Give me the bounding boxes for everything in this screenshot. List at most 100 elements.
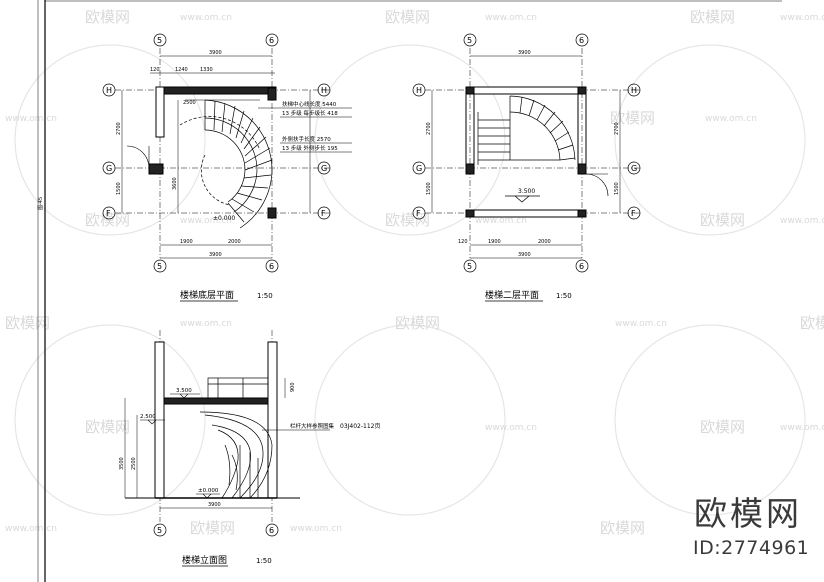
watermark-text: www.om.cn xyxy=(290,524,342,534)
dimension-text: 1330 xyxy=(200,67,213,73)
axis-bubbles xyxy=(153,523,279,537)
watermark-text: 欧模网 xyxy=(395,314,440,332)
watermark-text: 欧模网 xyxy=(85,8,130,26)
axis-label-f: F xyxy=(631,209,636,218)
watermark-text: www.om.cn xyxy=(180,216,232,226)
dimension-text: 120 xyxy=(150,67,160,73)
axis-label-f: F xyxy=(416,209,421,218)
dimension-text: 2000 xyxy=(228,239,241,245)
watermark-text: 欧模网 xyxy=(5,314,50,332)
dimension-text: 2500 xyxy=(131,457,137,470)
elevation-text: 3.500 xyxy=(518,188,535,195)
axis-label-h: H xyxy=(416,86,422,95)
watermark-text: 欧模网 xyxy=(190,519,235,537)
axis-label-5: 5 xyxy=(467,36,472,45)
dimension-text: 3900 xyxy=(209,50,222,56)
dimension-text: 3900 xyxy=(518,50,531,56)
watermark-text: www.om.cn xyxy=(780,216,824,226)
dimension-text: 120 xyxy=(458,239,468,245)
dimension-text: 2700 xyxy=(116,122,122,135)
dimension-text: 900 xyxy=(290,382,296,392)
watermark-text: 欧模网 xyxy=(600,519,645,537)
axis-label-5: 5 xyxy=(467,262,472,271)
plan-title: 楼梯二层平面 xyxy=(485,289,539,301)
brand-logo-text: 欧模网 xyxy=(694,494,802,533)
watermark-text: www.om.cn xyxy=(485,423,537,433)
axis-label-6: 6 xyxy=(579,36,584,45)
dimension-text: 1900 xyxy=(180,239,193,245)
dimension-text: 3600 xyxy=(172,177,178,190)
axis-label-5: 5 xyxy=(157,526,162,535)
elevation-marks xyxy=(140,393,220,499)
watermark-text: 欧模网 xyxy=(385,211,430,229)
axis-label-5: 5 xyxy=(157,262,162,271)
grid-lines xyxy=(425,48,640,258)
door-swing xyxy=(585,173,609,197)
watermark-text: 欧模网 xyxy=(700,418,745,436)
stair-elevation xyxy=(124,330,330,537)
axis-label-h: H xyxy=(321,86,327,95)
axis-label-g: G xyxy=(106,164,112,173)
section-title: 楼梯立面图 xyxy=(182,554,227,566)
watermark-text: www.om.cn xyxy=(485,13,537,23)
dimension-lines xyxy=(124,378,330,509)
watermark-text: 欧模网 xyxy=(700,211,745,229)
elevation-text: ±0.000 xyxy=(198,488,219,494)
note-text: 13 步级 每步级长 418 xyxy=(282,109,338,117)
watermark-text: 欧模网 xyxy=(610,109,655,127)
axis-label-f: F xyxy=(321,209,326,218)
note-text: 外侧扶手长度 2570 xyxy=(282,135,331,143)
dimension-text: 1900 xyxy=(488,239,501,245)
walls xyxy=(465,86,587,218)
watermark-layer xyxy=(14,44,806,516)
spiral-stair xyxy=(179,99,273,229)
note-text: 扶梯中心线长度 5440 xyxy=(282,100,337,108)
dimension-text: 1500 xyxy=(426,182,432,195)
note-text: 栏杆大样参照图集 xyxy=(290,422,335,430)
watermark-text: www.om.cn xyxy=(615,319,667,329)
axis-label-6: 6 xyxy=(269,526,274,535)
grid-lines xyxy=(115,48,330,258)
dimension-text: 1500 xyxy=(116,182,122,195)
note-text: 03J402-112页 xyxy=(340,423,380,430)
axis-label-h: H xyxy=(106,86,112,95)
dimension-text: 3500 xyxy=(119,457,125,470)
elevation-text: 2.500 xyxy=(140,414,156,420)
spiral-stair xyxy=(477,95,576,165)
axis-label-h: H xyxy=(631,86,637,95)
sheet-border xyxy=(37,0,782,582)
annotation-leaders xyxy=(258,107,352,153)
dimension-text: 3900 xyxy=(209,252,222,258)
axis-label-6: 6 xyxy=(579,262,584,271)
watermark-text: www.om.cn xyxy=(180,319,232,329)
axis-label-g: G xyxy=(631,164,637,173)
plan-scale: 1:50 xyxy=(257,292,273,300)
sheet-border-label: 图-45 xyxy=(38,197,44,210)
section-mark xyxy=(505,195,540,203)
dimension-lines xyxy=(121,55,311,259)
upper-railing xyxy=(207,377,269,399)
watermark-text: 欧模网 xyxy=(690,8,735,26)
dimension-text: 3900 xyxy=(518,252,531,258)
door-swing xyxy=(126,145,150,169)
watermark-text: www.om.cn xyxy=(780,423,824,433)
watermark-text: 欧模网 xyxy=(85,418,130,436)
watermark-text-layer: 欧模网 www.om.cn 欧模网 www.om.cn 欧模网 www.om.c… xyxy=(5,8,824,537)
dimension-text: 2000 xyxy=(538,239,551,245)
elevation-text: 3.500 xyxy=(176,388,192,394)
dimension-text: 2700 xyxy=(614,122,620,135)
axis-label-g: G xyxy=(321,164,327,173)
section-scale: 1:50 xyxy=(256,557,272,565)
watermark-text: 欧模网 xyxy=(85,211,130,229)
watermark-text: 欧模网 xyxy=(385,8,430,26)
axis-label-g: G xyxy=(416,164,422,173)
axis-bubbles xyxy=(412,33,641,273)
plan-ground-floor xyxy=(102,33,352,273)
note-text: 13 步级 外侧步长 195 xyxy=(282,144,338,152)
plan-title: 楼梯底层平面 xyxy=(180,289,234,301)
dimension-text: 1500 xyxy=(614,182,620,195)
watermark-text: www.om.cn xyxy=(180,13,232,23)
watermark-text: www.om.cn xyxy=(5,524,57,534)
plan-scale: 1:50 xyxy=(556,292,572,300)
